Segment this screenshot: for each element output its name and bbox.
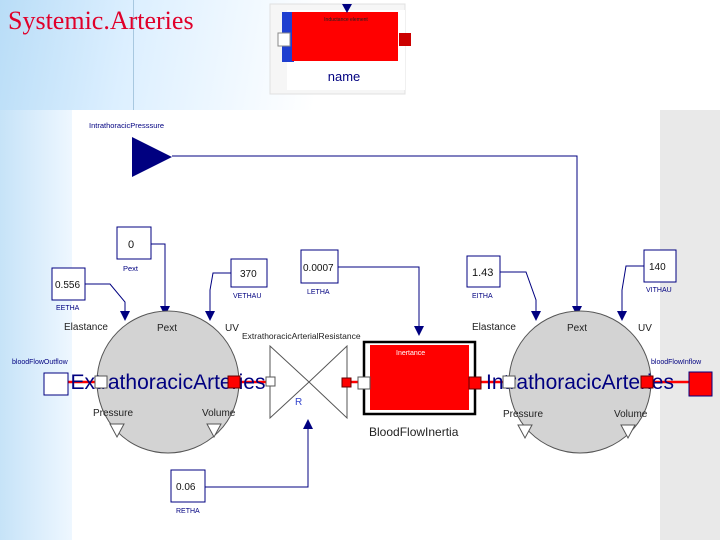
- blood-flow-outflow-port[interactable]: bloodFlowOutflow: [12, 359, 69, 396]
- inductance-element-icon: Inductance element name: [269, 3, 411, 95]
- left-flow-port-a[interactable]: [94, 375, 108, 389]
- left-margin-background: [0, 110, 72, 540]
- extrathoracic-arteries-name: ExtrathoracicArteries: [71, 371, 266, 394]
- constant-retha-label: RETHA: [176, 508, 200, 515]
- constant-retha-value: 0.06: [176, 482, 196, 493]
- left-uv-label: UV: [225, 323, 239, 334]
- right-flow-port-a[interactable]: [502, 375, 516, 389]
- intrathoracic-arteries-name: IntrathoracicArteries: [486, 371, 674, 394]
- extrathoracic-arteries-compartment[interactable]: ExtrathoracicArteries Elastance Pext UV …: [64, 310, 266, 454]
- resistance-port-a[interactable]: [265, 376, 276, 387]
- right-margin-background: [660, 110, 720, 540]
- inertia-inner-label: Inertance: [396, 350, 425, 357]
- wire-eetha[interactable]: [85, 283, 130, 321]
- right-pext-label: Pext: [567, 323, 587, 334]
- constant-eetha-label: EETHA: [56, 305, 80, 312]
- slide-title: Systemic.Arteries: [8, 6, 194, 35]
- constant-letha-label: LETHA: [307, 289, 330, 296]
- left-elastance-label: Elastance: [64, 322, 108, 333]
- constant-vithau-value: 140: [649, 262, 666, 273]
- right-pressure-output-port[interactable]: [517, 424, 533, 440]
- resistance-port-b[interactable]: [341, 377, 352, 388]
- header-divider-line: [133, 0, 134, 110]
- constant-pext[interactable]: 0 Pext: [116, 226, 152, 273]
- constant-pext-label: Pext: [123, 264, 139, 273]
- left-pext-label: Pext: [157, 323, 177, 334]
- constant-pext-value: 0: [128, 239, 134, 251]
- constant-eitha-value: 1.43: [472, 267, 493, 279]
- constant-vithau-label: VITHAU: [646, 287, 672, 294]
- outflow-port-label: bloodFlowOutflow: [12, 359, 69, 366]
- right-volume-output-port[interactable]: [620, 424, 636, 440]
- constant-letha[interactable]: 0.0007 LETHA: [300, 249, 339, 296]
- constant-eetha[interactable]: 0.556 EETHA: [51, 267, 86, 312]
- left-volume-label: Volume: [202, 408, 236, 419]
- intrathoracic-pressure-input[interactable]: IntrathoracicPresssure: [89, 121, 172, 177]
- wire-eitha[interactable]: [500, 271, 541, 321]
- right-uv-label: UV: [638, 323, 652, 334]
- intrathoracic-pressure-label: IntrathoracicPresssure: [89, 121, 164, 130]
- constant-vithau[interactable]: 140 VITHAU: [643, 249, 677, 294]
- wire-vithau[interactable]: [617, 265, 644, 321]
- constant-eitha[interactable]: 1.43 EITHA: [466, 255, 501, 300]
- intrathoracic-arteries-compartment[interactable]: IntrathoracicArteries Elastance Pext UV …: [472, 310, 674, 454]
- icon-top-label: Inductance element: [324, 17, 368, 23]
- constant-vethau-value: 370: [240, 269, 257, 280]
- blood-flow-inflow-port[interactable]: bloodFlowInflow: [651, 359, 713, 397]
- icon-name-label: name: [328, 69, 361, 84]
- resistance-port-label: R: [295, 397, 302, 408]
- wire-pext[interactable]: [151, 243, 170, 316]
- resistance-name: ExtrathoracicArterialResistance: [242, 331, 361, 341]
- extrathoracic-arterial-resistance[interactable]: ExtrathoracicArterialResistance R: [242, 331, 361, 420]
- wire-retha[interactable]: [205, 419, 313, 488]
- inertia-name: BloodFlowInertia: [369, 425, 459, 439]
- constant-vethau-label: VETHAU: [233, 293, 261, 300]
- left-pressure-output-port[interactable]: [109, 423, 125, 439]
- right-elastance-label: Elastance: [472, 322, 516, 333]
- right-pressure-label: Pressure: [503, 409, 543, 420]
- inflow-port-label: bloodFlowInflow: [651, 359, 702, 366]
- wire-intrathoracic-pressure[interactable]: [172, 155, 582, 316]
- inertia-port-a[interactable]: [357, 376, 371, 390]
- left-pressure-label: Pressure: [93, 408, 133, 419]
- constant-eitha-label: EITHA: [472, 293, 493, 300]
- wire-vethau[interactable]: [205, 272, 231, 321]
- right-flow-port-b[interactable]: [640, 375, 654, 389]
- inertia-port-b[interactable]: [468, 376, 482, 390]
- left-flow-port-b[interactable]: [227, 375, 241, 389]
- right-volume-label: Volume: [614, 409, 648, 420]
- wire-letha[interactable]: [338, 266, 424, 336]
- constant-retha[interactable]: 0.06 RETHA: [170, 469, 206, 515]
- blood-flow-inertia[interactable]: Inertance BloodFlowInertia: [357, 340, 482, 439]
- constant-vethau[interactable]: 370 VETHAU: [230, 258, 268, 300]
- constant-eetha-value: 0.556: [55, 280, 80, 291]
- left-volume-output-port[interactable]: [206, 423, 222, 439]
- constant-letha-value: 0.0007: [303, 263, 334, 274]
